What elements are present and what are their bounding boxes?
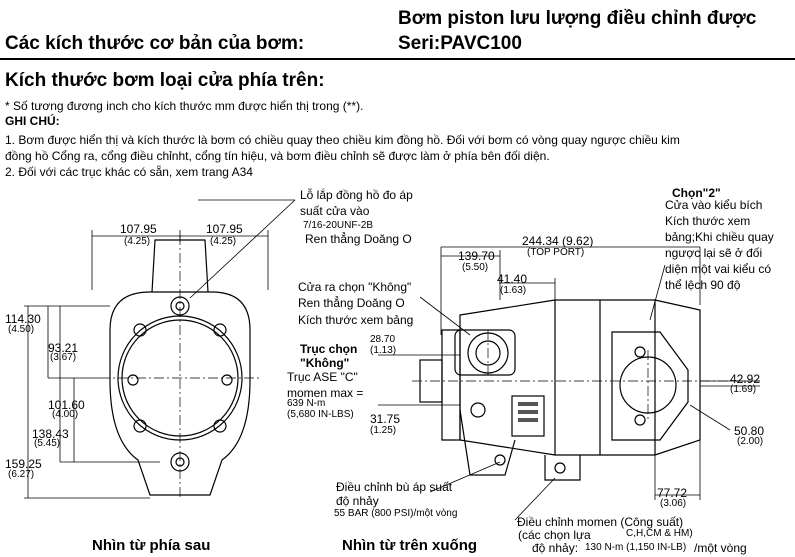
option2-line-6: thể lệch 90 độ: [665, 278, 741, 292]
outlet-label-1: Cửa ra chọn "Không": [298, 280, 412, 294]
torque-label-3c: /một vòng: [694, 541, 747, 555]
option2-line-3: bảng;Khi chiều quay: [665, 230, 774, 244]
gauge-port-label-1: Lỗ lắp đồng hồ đo áp: [300, 188, 413, 202]
shaft-label-6: (5,680 IN-LBS): [287, 409, 354, 420]
dim-77-mm: 77.72: [657, 486, 688, 500]
dim-244: 244.34 (9.62): [522, 234, 594, 248]
header-product-title: Bơm piston lưu lượng điều chỉnh được: [398, 8, 757, 29]
dim-31-in: (1.25): [370, 425, 397, 436]
top-view-drawing: [419, 299, 701, 481]
dim-93-in: (3.67): [50, 352, 77, 363]
option2-line-2: Kích thước xem: [665, 214, 751, 228]
dim-159-mm: 159.25: [5, 457, 42, 471]
dim-rear-top-left-in: (4.25): [124, 236, 151, 247]
comp-label-1: Điều chỉnh bù áp suất: [336, 480, 453, 494]
shaft-label-1: Trục chọn: [300, 342, 358, 356]
torque-label-3b: 130 N-m (1,150 IN-LB): [585, 542, 687, 553]
torque-label-1: Điều chỉnh momen (Công suất): [517, 515, 684, 529]
dim-101-in: (4.00): [52, 409, 79, 420]
dim-50-in: (2.00): [737, 436, 764, 447]
rear-view-caption: Nhìn từ phía sau: [92, 537, 211, 554]
dim-rear-top-right-in: (4.25): [210, 236, 237, 247]
note-1-line-1: 1. Bơm được hiển thị và kích thước là bơ…: [5, 133, 680, 147]
dim-114-mm: 114.30: [5, 312, 41, 326]
dim-rear-top-right-mm: 107.95: [206, 222, 243, 236]
shaft-label-4: momen max =: [287, 386, 364, 400]
dim-93-mm: 93.21: [48, 341, 79, 355]
torque-label-2b: C,H,CM & HM): [626, 528, 693, 539]
notes-heading: GHI CHÚ:: [5, 114, 60, 128]
option2-line-1: Cửa vào kiểu bích: [665, 198, 763, 212]
option2-line-4: ngược lại sẽ ở đối: [665, 246, 763, 260]
dim-159-in: (6.27): [8, 469, 35, 480]
outlet-label-3: Kích thước xem bảng: [298, 313, 414, 327]
dim-138-mm: 138.43: [32, 427, 69, 441]
dim-138-in: (5.45): [34, 438, 61, 449]
gauge-port-label-2: suất cửa vào: [300, 204, 370, 218]
dim-139-mm: 139.70: [458, 249, 495, 263]
option2-line-5: diện một vai kiểu có: [665, 262, 772, 276]
gauge-port-label-4: Ren thẳng Doăng O: [305, 232, 412, 246]
torque-label-2: (các chọn lựa: [518, 528, 591, 542]
header-left-title: Các kích thước cơ bản của bơm:: [5, 33, 305, 54]
inch-note: * Số tương đương inch cho kích thước mm …: [5, 99, 364, 113]
dim-101-mm: 101.60: [48, 398, 85, 412]
comp-label-3: 55 BAR (800 PSI)/một vòng: [334, 508, 458, 519]
dim-28-in: (1.13): [370, 345, 397, 356]
shaft-label-2: "Không": [300, 356, 350, 370]
header-series: Seri:PAVC100: [398, 33, 522, 54]
dim-139-in: (5.50): [462, 262, 489, 273]
dim-50-mm: 50.80: [734, 424, 765, 438]
outlet-label-2: Ren thẳng Doăng O: [298, 296, 405, 310]
dim-114-in: (4.50): [8, 324, 35, 335]
shaft-label-5: 639 N-m: [287, 398, 326, 409]
note-1-line-2: đồng hồ Cổng ra, cổng điều chỉnht, cổng …: [5, 149, 550, 163]
option2-title: Chọn"2": [672, 186, 721, 200]
note-2: 2. Đối với các trục khác có sẵn, xem tra…: [5, 165, 253, 179]
dim-42-in: (1.69): [730, 384, 757, 395]
comp-label-2: độ nhảy: [336, 494, 379, 508]
dim-41-in: (1.63): [500, 285, 527, 296]
dim-244-note: (TOP PORT): [527, 247, 585, 258]
dim-42-mm: 42.92: [730, 372, 761, 386]
shaft-label-3: Trục ASE "C": [287, 370, 358, 384]
header-rule: [0, 58, 795, 60]
top-view-caption: Nhìn từ trên xuống: [342, 537, 478, 554]
section-title: Kích thước bơm loại cửa phía trên:: [5, 70, 325, 91]
dim-41-mm: 41.40: [497, 272, 528, 286]
dim-77-in: (3.06): [660, 498, 687, 509]
dim-rear-top-left-mm: 107.95: [120, 222, 157, 236]
dim-31-mm: 31.75: [370, 412, 401, 426]
dim-28-mm: 28.70: [370, 334, 396, 345]
gauge-port-label-3: 7/16-20UNF-2B: [303, 220, 374, 231]
torque-label-3: độ nhảy:: [532, 541, 579, 555]
